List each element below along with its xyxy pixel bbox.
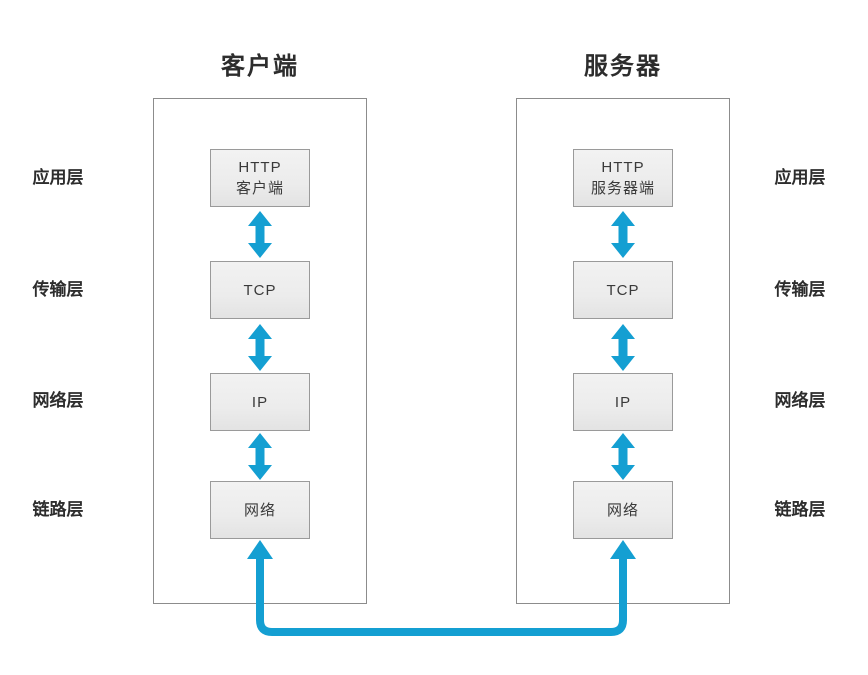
layer-label-transport-right: 传输层 <box>774 280 826 299</box>
layer-label-application-right: 应用层 <box>774 168 826 187</box>
client-box-network: 网络 <box>210 481 310 539</box>
server-title: 服务器 <box>584 53 662 80</box>
server-box-http: HTTP 服务器端 <box>573 149 673 207</box>
client-box-tcp: TCP <box>210 261 310 319</box>
layer-label-link-right: 链路层 <box>774 500 826 519</box>
client-box-ip: IP <box>210 373 310 431</box>
double-arrow-icon <box>611 433 635 480</box>
double-arrow-icon <box>611 324 635 371</box>
double-arrow-icon <box>248 324 272 371</box>
layer-label-transport-left: 传输层 <box>32 280 84 299</box>
client-title: 客户端 <box>221 53 299 80</box>
double-arrow-icon <box>248 433 272 480</box>
server-box-tcp: TCP <box>573 261 673 319</box>
layer-label-network-right: 网络层 <box>774 391 826 410</box>
server-box-ip: IP <box>573 373 673 431</box>
double-arrow-icon <box>611 211 635 258</box>
client-box-http: HTTP 客户端 <box>210 149 310 207</box>
server-box-network: 网络 <box>573 481 673 539</box>
layer-label-link-left: 链路层 <box>32 500 84 519</box>
layer-label-application-left: 应用层 <box>32 168 84 187</box>
layer-label-network-left: 网络层 <box>32 391 84 410</box>
double-arrow-icon <box>248 211 272 258</box>
